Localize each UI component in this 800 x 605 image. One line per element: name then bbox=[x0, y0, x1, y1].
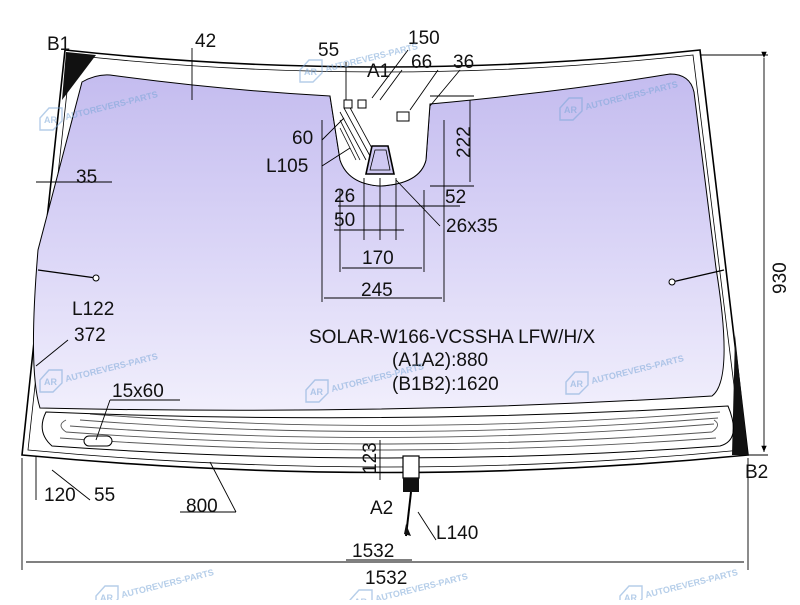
watermark-logo: AR bbox=[44, 377, 57, 387]
dim-52: 52 bbox=[445, 187, 466, 208]
watermark-logo: AR bbox=[310, 387, 323, 397]
sensor-square-1 bbox=[343, 99, 353, 109]
dim-36: 36 bbox=[453, 52, 474, 73]
dim-372: 372 bbox=[74, 325, 106, 346]
marker-a1: A1 bbox=[367, 61, 390, 82]
watermark-logo: AR bbox=[570, 379, 583, 389]
dim-800: 800 bbox=[186, 496, 218, 517]
watermark-logo: AR bbox=[564, 105, 577, 115]
rain-sensor bbox=[396, 111, 410, 122]
marker-b2: B2 bbox=[745, 462, 768, 483]
dim-66: 66 bbox=[411, 52, 432, 73]
ceramic-corner-top-left bbox=[62, 52, 96, 100]
connector-block bbox=[402, 455, 420, 479]
watermark-text: AUTOREVERS-PARTS bbox=[644, 567, 739, 600]
watermark-text: AUTOREVERS-PARTS bbox=[120, 567, 215, 600]
b1b2-length: (B1B2):1620 bbox=[392, 374, 499, 395]
dim-120: 120 bbox=[44, 485, 76, 506]
dim-222: 222 bbox=[454, 126, 475, 158]
dim-1532-wide: 1532 bbox=[365, 568, 407, 589]
dim-l140: L140 bbox=[436, 523, 478, 544]
dim-150: 150 bbox=[408, 28, 440, 49]
heating-zone-outline bbox=[41, 405, 734, 459]
dimension-lines bbox=[21, 48, 768, 570]
dim-930: 930 bbox=[770, 262, 791, 294]
dim-26x35: 26x35 bbox=[446, 216, 498, 237]
marker-b1: B1 bbox=[47, 34, 70, 55]
tinted-glass-area bbox=[32, 73, 725, 411]
dim-55-top: 55 bbox=[318, 40, 339, 61]
heating-wires bbox=[59, 411, 721, 451]
watermark-logo: AR bbox=[624, 593, 637, 600]
watermark-logo: AR bbox=[304, 67, 317, 77]
a1a2-length: (A1A2):880 bbox=[392, 350, 488, 371]
marker-a2: A2 bbox=[370, 498, 393, 519]
dim-l122: L122 bbox=[72, 299, 114, 320]
dim-26: 26 bbox=[334, 186, 355, 207]
mirror-slot bbox=[83, 435, 113, 447]
dim-l105: L105 bbox=[266, 156, 308, 177]
dim-60: 60 bbox=[292, 128, 313, 149]
dim-15x60: 15x60 bbox=[112, 381, 164, 402]
watermark-mark: AR AUTOREVERS-PARTS bbox=[619, 567, 739, 605]
dim-35: 35 bbox=[76, 167, 97, 188]
dim-245: 245 bbox=[361, 280, 393, 301]
watermark-logo: AR bbox=[44, 115, 57, 125]
sensor-square-2 bbox=[357, 99, 367, 109]
dim-42: 42 bbox=[195, 31, 216, 52]
notch-frit-pattern bbox=[339, 103, 375, 161]
dim-123: 123 bbox=[360, 442, 381, 474]
dim-55-bottom: 55 bbox=[94, 485, 115, 506]
dim-50: 50 bbox=[334, 210, 355, 231]
dim-170: 170 bbox=[362, 248, 394, 269]
ceramic-corner-bottom-right bbox=[732, 335, 748, 455]
dim-1532-inner: 1532 bbox=[352, 541, 394, 562]
part-code: SOLAR-W166-VCSSHA LFW/H/X bbox=[309, 327, 595, 348]
watermark-mark: AR AUTOREVERS-PARTS bbox=[95, 567, 215, 605]
watermark-logo: AR bbox=[100, 593, 113, 600]
